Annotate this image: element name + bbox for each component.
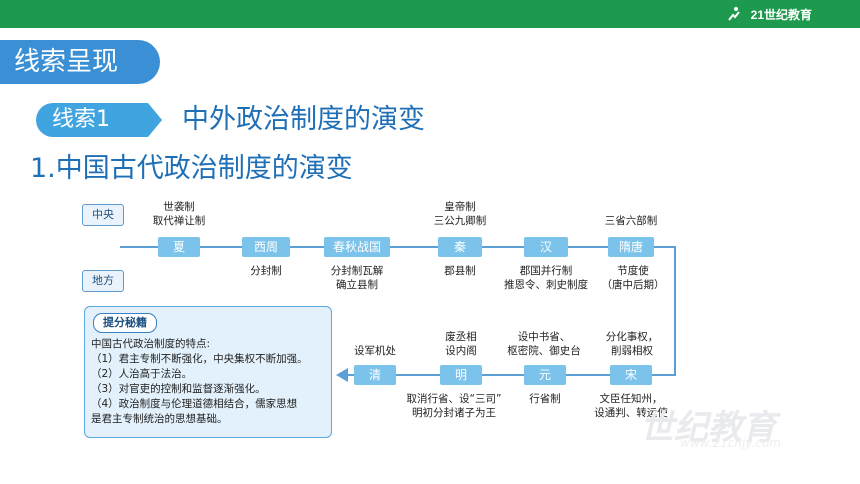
clue-title: 中外政治制度的演变: [182, 104, 425, 135]
local-annotation: 文臣任知州，设通判、转运使: [594, 393, 668, 419]
dynasty-node: 元: [524, 365, 566, 385]
local-annotation: 分封制: [250, 265, 282, 277]
brand-logo: 21世纪教育: [750, 8, 812, 22]
arrow-left-icon: [336, 368, 348, 382]
dynasty-node: 春秋战国: [324, 237, 390, 257]
local-label: 地方: [82, 270, 124, 292]
section-title: 1.中国古代政治制度的演变: [30, 153, 353, 184]
local-annotation: 行省制: [529, 393, 561, 405]
tips-line: （2）人治高于法治。: [91, 368, 193, 380]
page-header-tab: 线索呈现: [0, 40, 160, 84]
dynasty-node: 夏: [158, 237, 200, 257]
local-annotation: 郡县制: [444, 265, 476, 277]
dynasty-node: 清: [354, 365, 396, 385]
top-bar: [0, 0, 860, 28]
central-label: 中央: [82, 204, 124, 226]
central-annotation: 三省六部制: [604, 215, 658, 227]
watermark: 世纪教育: [640, 408, 776, 448]
watermark-url: www.21cnjy.com: [680, 436, 781, 450]
tips-title: 提分秘籍: [93, 313, 157, 333]
tips-line: （1）君主专制不断强化，中央集权不断加强。: [91, 353, 308, 365]
dynasty-node: 隋唐: [608, 237, 654, 257]
local-annotation: 郡国并行制推恩令、刺史制度: [504, 265, 588, 291]
tips-line: （3）对官吏的控制和监督逐渐强化。: [91, 383, 266, 395]
runner-logo-icon: [728, 7, 740, 21]
timeline-top-line: [120, 246, 676, 248]
local-annotation: 节度使（唐中后期）: [601, 265, 665, 291]
local-annotation: 取消行省、设“三司”明初分封诸子为王: [406, 393, 502, 419]
central-annotation: 世袭制取代禅让制: [152, 201, 206, 227]
central-annotation: 废丞相设内阁: [445, 331, 477, 357]
dynasty-node: 明: [440, 365, 482, 385]
tips-line: （4）政治制度与伦理道德相结合，儒家思想: [91, 398, 298, 410]
tips-box: 提分秘籍 中国古代政治制度的特点: （1）君主专制不断强化，中央集权不断加强。 …: [84, 306, 332, 438]
timeline-right-line: [674, 246, 676, 375]
dynasty-node: 宋: [610, 365, 652, 385]
dynasty-node: 汉: [524, 237, 568, 257]
central-annotation: 分化事权，削弱相权: [605, 331, 659, 357]
central-annotation: 设中书省、枢密院、御史台: [507, 331, 581, 357]
tips-line: 中国古代政治制度的特点:: [91, 338, 211, 350]
timeline-bottom-line: [346, 374, 676, 376]
clue-badge: 线索1: [36, 103, 166, 137]
clue-badge-label: 线索1: [52, 107, 110, 132]
tips-line: 是君主专制统治的思想基础。: [91, 413, 228, 425]
central-annotation: 皇帝制三公九卿制: [433, 201, 487, 227]
central-annotation: 设军机处: [354, 345, 396, 357]
dynasty-node: 秦: [438, 237, 482, 257]
local-annotation: 分封制瓦解确立县制: [330, 265, 384, 291]
dynasty-node: 西周: [242, 237, 290, 257]
